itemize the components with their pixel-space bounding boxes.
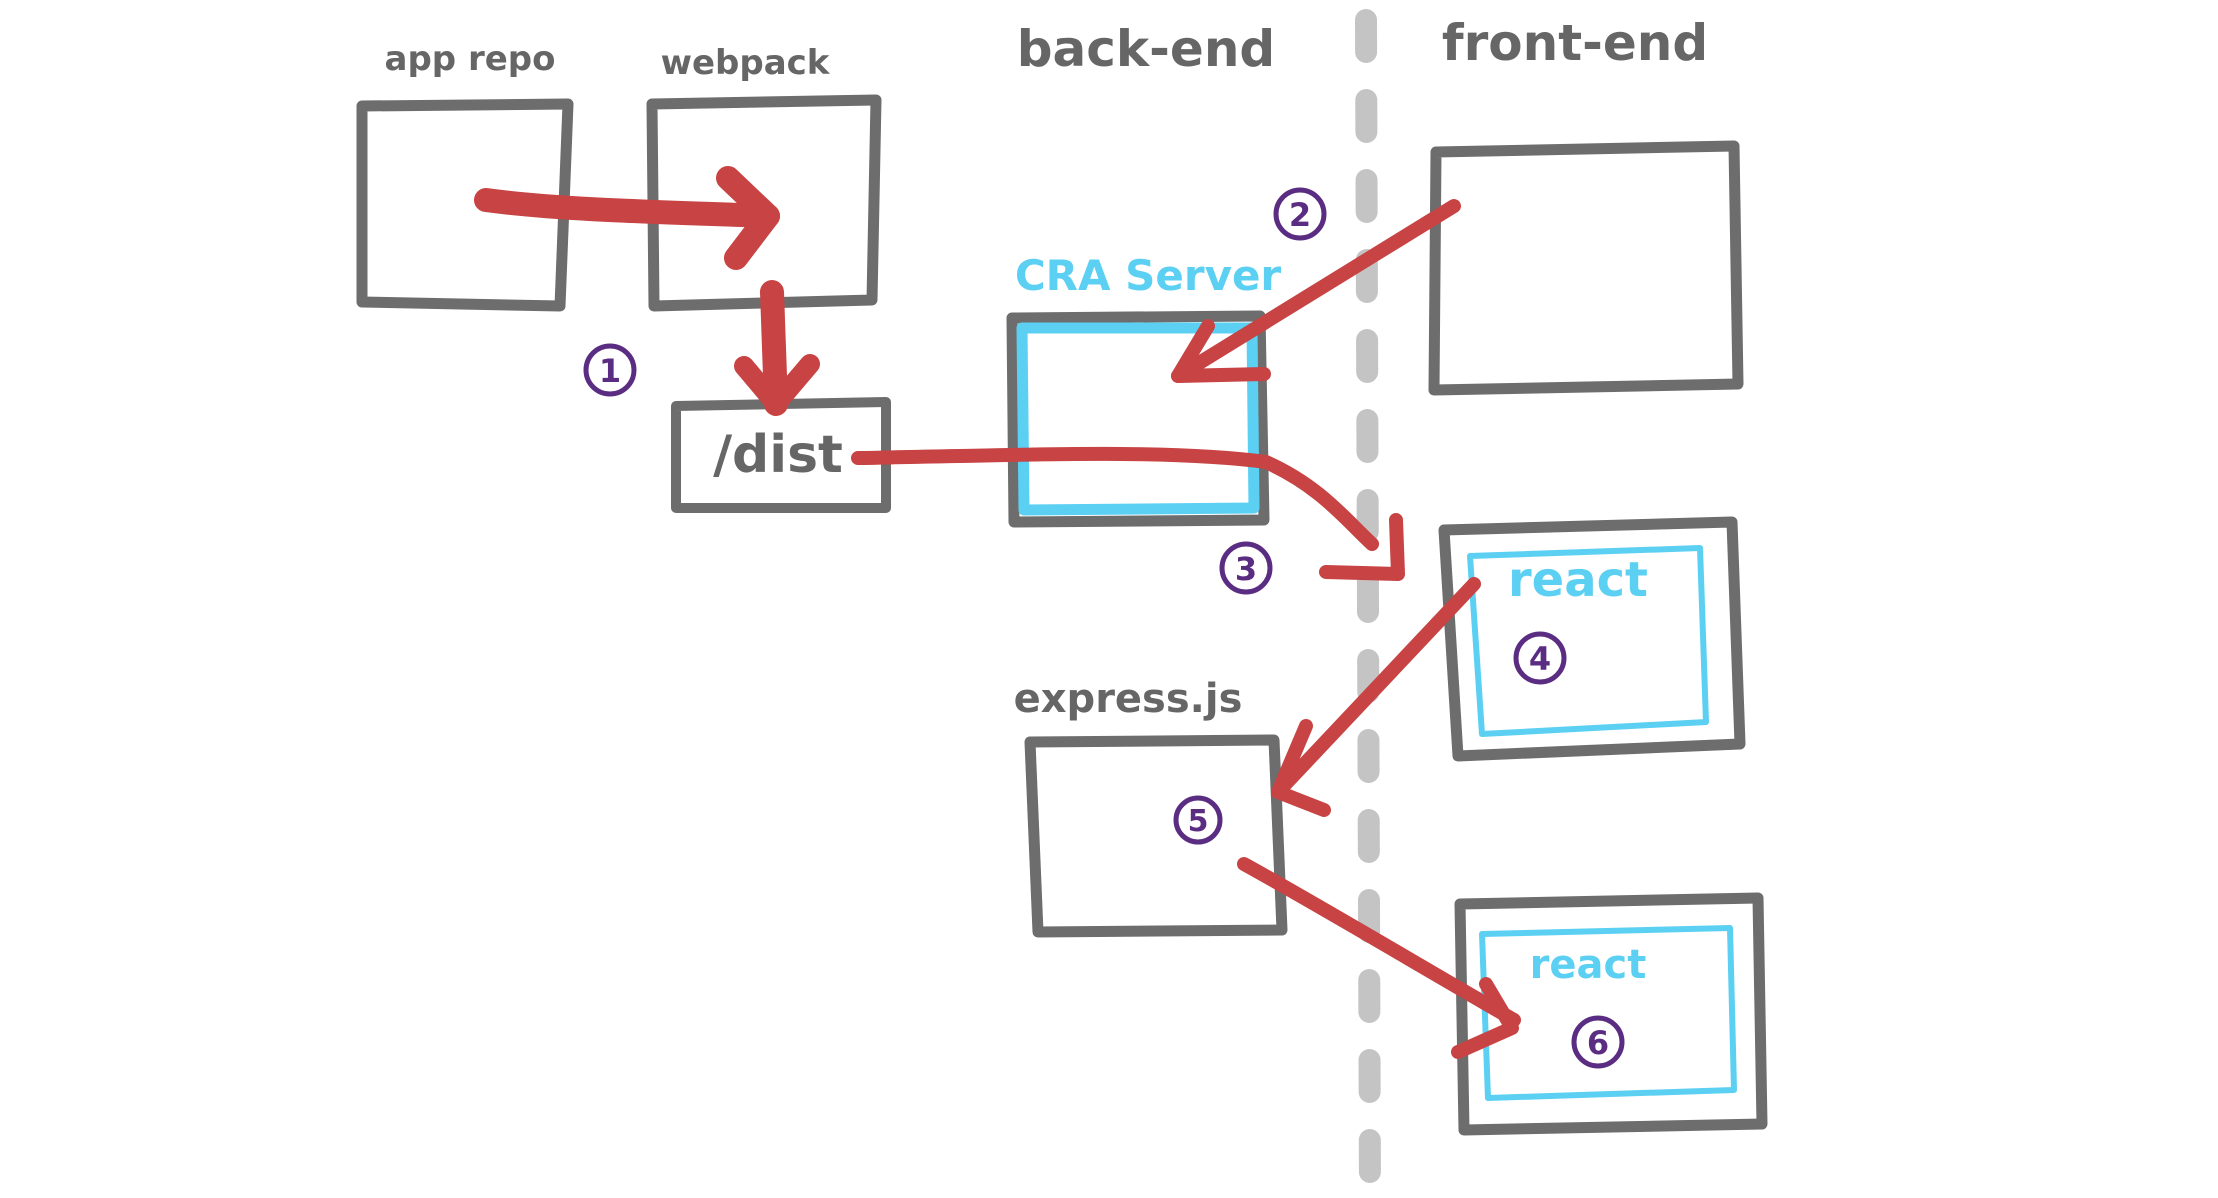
react-label-1: react xyxy=(1508,552,1648,608)
backend-column-header: back-end xyxy=(1017,20,1275,78)
dist-box xyxy=(671,397,891,513)
step-1-badge xyxy=(583,343,637,397)
step-1-number: 1 xyxy=(599,352,621,390)
arrow-browser-to-cra-head xyxy=(1171,319,1271,383)
react-box-1-outer xyxy=(1438,516,1746,762)
step-badges xyxy=(583,187,1625,1069)
dist-label: /dist xyxy=(713,425,843,485)
webpack-box xyxy=(646,94,882,312)
step-5-badge xyxy=(1173,795,1223,845)
step-3-badge xyxy=(1219,541,1273,595)
step-4-badge xyxy=(1513,631,1567,685)
step-4-number: 4 xyxy=(1529,640,1551,678)
arrow-react-to-express-head xyxy=(1271,719,1331,817)
react-label-2: react xyxy=(1530,942,1647,988)
frontend-column-header: front-end xyxy=(1442,14,1708,72)
step-6-number: 6 xyxy=(1587,1024,1609,1062)
step-6-badge xyxy=(1571,1015,1625,1069)
arrow-react-to-express xyxy=(1271,577,1481,799)
arrow-repo-to-webpack xyxy=(474,188,780,228)
express-box xyxy=(1024,734,1288,938)
step-3-number: 3 xyxy=(1235,550,1257,588)
step-5-number: 5 xyxy=(1188,804,1209,839)
express-label: express.js xyxy=(1014,676,1243,722)
cra-server-label: CRA Server xyxy=(1015,251,1282,300)
app-repo-box xyxy=(356,98,574,312)
step-2-badge xyxy=(1273,187,1327,241)
arrow-webpack-to-dist xyxy=(760,280,788,416)
react-box-1-inner xyxy=(1467,545,1709,737)
backend-frontend-divider xyxy=(1355,9,1381,1198)
browser-box xyxy=(1428,140,1744,396)
arrow-dist-to-frontend xyxy=(851,446,1379,551)
arrow-express-to-react xyxy=(1237,857,1521,1027)
arrow-webpack-to-dist-head xyxy=(734,354,820,414)
step-2-number: 2 xyxy=(1289,196,1311,234)
arrow-dist-to-frontend-head xyxy=(1319,513,1405,581)
app-repo-label: app repo xyxy=(385,39,556,79)
arrow-repo-to-webpack-head xyxy=(716,166,780,270)
webpack-label: webpack xyxy=(661,43,831,83)
arrow-browser-to-cra xyxy=(1171,199,1461,383)
arrow-express-to-react-head xyxy=(1451,977,1519,1059)
